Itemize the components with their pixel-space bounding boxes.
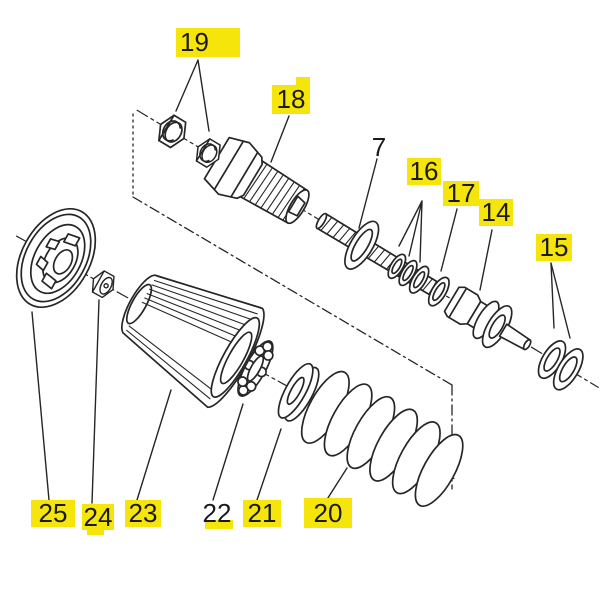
part-16-rings (387, 253, 430, 294)
callout-21: 21 (243, 498, 281, 528)
callout-20: 20 (304, 498, 352, 528)
callout-24: 24 (82, 501, 114, 532)
leader-lines (31, 59, 571, 504)
part-7-oring (344, 220, 380, 270)
part-22-bearing (237, 340, 274, 397)
callout-25: 25 (31, 498, 75, 528)
callout-18: 18 (272, 84, 310, 114)
part-25-disc (15, 207, 97, 309)
part-20-spring (300, 370, 464, 507)
part-14-shaft-end (443, 286, 532, 351)
callout-22: 22 (202, 498, 232, 528)
callout-23: 23 (125, 498, 161, 528)
callout-7: 7 (371, 131, 387, 162)
callout-19: 19 (176, 27, 240, 57)
part-19-nut-1 (158, 114, 187, 149)
callout-17: 17 (443, 178, 479, 208)
callout-14: 14 (479, 197, 513, 227)
upper-assembly (136, 109, 599, 391)
highlight-notch-18 (296, 77, 310, 87)
part-21-washer (277, 362, 320, 422)
part-17-ring (427, 276, 450, 307)
highlight-sliver-22 (205, 520, 233, 529)
part-19-nut-2 (195, 138, 221, 168)
part-7-shaft (315, 212, 438, 296)
callout-15: 15 (536, 232, 572, 262)
part-23-splined-cylinder (121, 274, 265, 409)
lower-assembly (15, 207, 464, 507)
part-15-washers (537, 340, 584, 391)
part-18-adjuster-bolt (203, 136, 310, 225)
callout-16: 16 (407, 156, 441, 186)
highlight-tail-24 (87, 528, 104, 535)
part-24-nut (91, 270, 115, 299)
